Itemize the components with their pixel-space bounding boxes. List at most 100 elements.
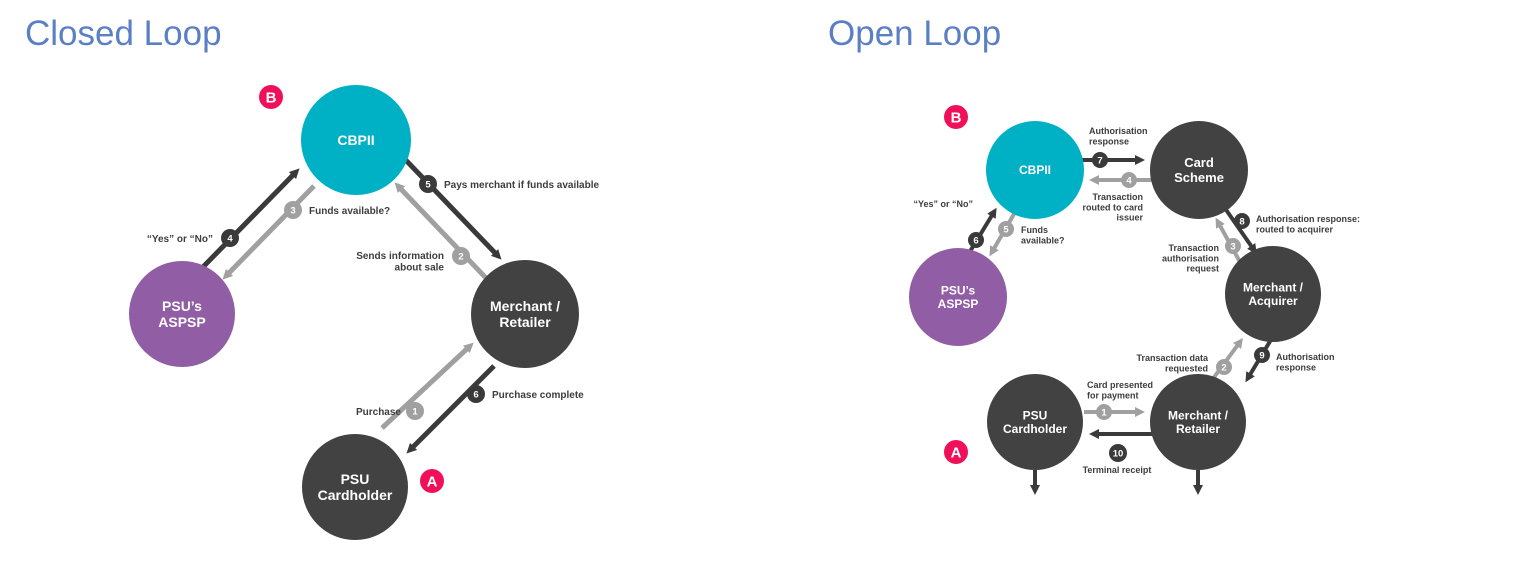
node-psu-cardholder-circle xyxy=(987,374,1083,470)
node-cbpii: CBPII xyxy=(301,85,411,195)
step-2-label: Sends information xyxy=(356,251,444,262)
step-3-marker xyxy=(284,201,302,219)
step-4-label: issuer xyxy=(1116,213,1143,223)
step-5-label: Funds xyxy=(1021,225,1048,235)
step-3-label: Funds available? xyxy=(309,206,390,217)
open-loop-title: Open Loop xyxy=(828,14,1002,53)
step-3-marker xyxy=(1225,238,1241,254)
node-cbpii-circle xyxy=(986,121,1084,219)
step-1-label: Card presented xyxy=(1087,380,1153,390)
node-merchant-retailer: Merchant /Retailer xyxy=(1150,374,1246,470)
step-7-marker xyxy=(1092,152,1108,168)
step-6-label: Purchase complete xyxy=(492,390,584,401)
step-9-number: 9 xyxy=(1259,351,1264,362)
step-7-label: response xyxy=(1089,136,1129,146)
step-10-number: 10 xyxy=(1113,449,1124,460)
node-merchant-retailer-label: Merchant / xyxy=(490,298,560,314)
step-8-label: Authorisation response: xyxy=(1256,214,1360,224)
step-6-label: “Yes” or “No” xyxy=(913,199,973,209)
badge-a-circle xyxy=(420,469,444,493)
node-merchant-retailer-circle xyxy=(1150,374,1246,470)
step-7-label: Authorisation xyxy=(1089,126,1148,136)
node-cbpii-label: CBPII xyxy=(1019,163,1051,177)
step-3-number: 3 xyxy=(1230,242,1235,253)
badge-a-letter: A xyxy=(427,474,438,491)
node-merchant-retailer-label: Retailer xyxy=(1176,422,1220,436)
step-4-marker xyxy=(221,229,239,247)
step-2-marker xyxy=(1216,359,1232,375)
step-6-number: 6 xyxy=(973,236,978,247)
step-2-marker xyxy=(452,247,470,265)
step-10-marker xyxy=(1109,444,1127,462)
step-5-number: 5 xyxy=(425,180,431,191)
step-1-label: Purchase xyxy=(356,407,401,418)
step-4-number: 4 xyxy=(1126,176,1132,187)
node-merchant-retailer-circle xyxy=(471,260,579,368)
step-1-number: 1 xyxy=(1101,408,1107,419)
badge-b-circle xyxy=(259,85,283,109)
node-merchant-acquirer-label: Merchant / xyxy=(1243,280,1304,294)
arrow-step-2 xyxy=(394,182,488,280)
step-6-marker xyxy=(968,232,984,248)
step-8-label: routed to acquirer xyxy=(1256,224,1334,234)
node-merchant-retailer: Merchant /Retailer xyxy=(471,260,579,368)
node-merchant-retailer-label: Merchant / xyxy=(1168,408,1229,422)
step-2-label: about sale xyxy=(395,263,445,274)
step-1-label: for payment xyxy=(1087,390,1139,400)
step-2-number: 2 xyxy=(458,252,463,263)
step-5-label: Pays merchant if funds available xyxy=(444,180,599,191)
closed-loop-title: Closed Loop xyxy=(25,14,222,53)
step-4-number: 4 xyxy=(227,234,233,245)
node-psu-aspsp-label: PSU’s xyxy=(162,298,202,314)
node-psu-cardholder-label: Cardholder xyxy=(1003,422,1067,436)
step-3-number: 3 xyxy=(290,206,295,217)
arrow-step-1 xyxy=(380,342,474,430)
node-psu-cardholder-label: PSU xyxy=(1023,408,1048,422)
step-3-label: Transaction xyxy=(1168,243,1219,253)
badge-a-letter: A xyxy=(951,445,962,462)
arrow-step-5 xyxy=(396,150,502,260)
node-merchant-acquirer-label: Acquirer xyxy=(1248,294,1298,308)
step-4-label: Transaction xyxy=(1092,192,1143,202)
step-10-label: Terminal receipt xyxy=(1083,465,1152,475)
step-4-marker xyxy=(1121,172,1137,188)
step-9-label: Authorisation xyxy=(1276,352,1335,362)
step-8-marker xyxy=(1234,213,1250,229)
arrow-step-4 xyxy=(200,168,300,270)
step-5-number: 5 xyxy=(1003,225,1009,236)
badge-a-circle xyxy=(944,440,968,464)
node-psu-aspsp-label: ASPSP xyxy=(938,297,979,311)
node-psu-cardholder-label: PSU xyxy=(341,471,370,487)
step-4-label: routed to card xyxy=(1082,202,1143,212)
step-5-label: available? xyxy=(1021,235,1065,245)
node-card-scheme-label: Scheme xyxy=(1174,170,1224,185)
node-card-scheme-circle xyxy=(1150,121,1248,219)
node-cbpii-circle xyxy=(301,85,411,195)
badge-b-circle xyxy=(944,105,968,129)
step-3-label: authorisation xyxy=(1162,253,1219,263)
step-1-marker xyxy=(406,402,424,420)
step-7-number: 7 xyxy=(1097,156,1102,167)
node-merchant-retailer-label: Retailer xyxy=(499,314,551,330)
step-2-label: Transaction data xyxy=(1136,353,1209,363)
node-merchant-acquirer-circle xyxy=(1225,246,1321,342)
step-6-marker xyxy=(467,385,485,403)
step-9-marker xyxy=(1254,347,1270,363)
step-2-label: requested xyxy=(1165,363,1208,373)
step-5-marker xyxy=(998,221,1014,237)
step-2-number: 2 xyxy=(1221,363,1226,374)
node-psu-cardholder-label: Cardholder xyxy=(318,487,393,503)
step-1-marker xyxy=(1096,404,1112,420)
step-5-marker xyxy=(419,175,437,193)
step-1-number: 1 xyxy=(412,407,418,418)
node-psu-aspsp-circle xyxy=(129,261,235,367)
badge-b-letter: B xyxy=(266,90,277,107)
